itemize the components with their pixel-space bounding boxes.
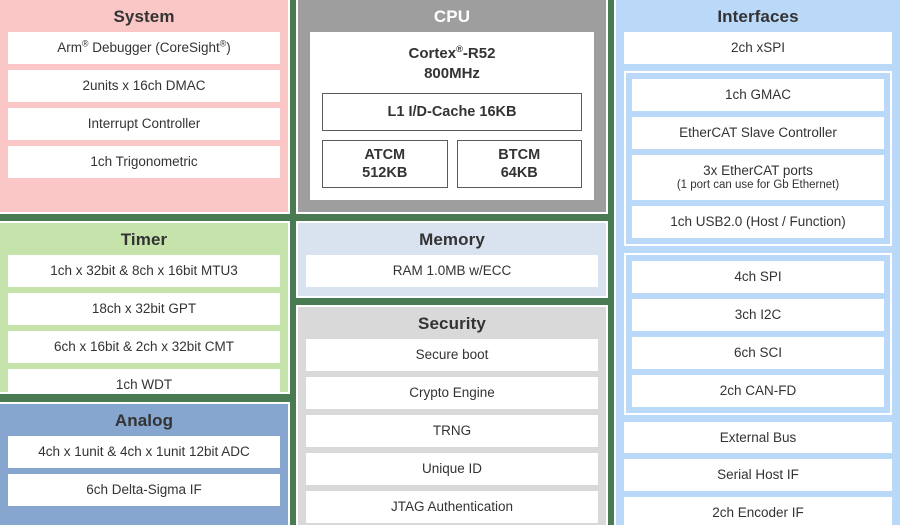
security-item-trng: TRNG <box>306 414 598 447</box>
panel-title-interfaces: Interfaces <box>717 7 799 26</box>
interfaces-item-ethercat-slave-controller: EtherCAT Slave Controller <box>632 116 884 149</box>
analog-item-adc: 4ch x 1unit & 4ch x 1unit 12bit ADC <box>8 436 280 468</box>
interfaces-group-list: 2ch xSPI 1ch GMAC EtherCAT Slave Control… <box>616 32 900 525</box>
panel-title-cpu: CPU <box>433 7 471 26</box>
cpu-btcm-size: 64KB <box>500 165 538 181</box>
timer-item-mtu3: 1ch x 32bit & 8ch x 16bit MTU3 <box>8 255 280 287</box>
memory-item-ram: RAM 1.0MB w/ECC <box>306 255 598 287</box>
interfaces-item-sci: 6ch SCI <box>632 336 884 369</box>
interfaces-item-serial-host-if: Serial Host IF <box>624 459 892 492</box>
interfaces-group-external: External Bus Serial Host IF 2ch Encoder … <box>624 421 892 525</box>
panel-interfaces: Interfaces 2ch xSPI 1ch GMAC EtherCAT Sl… <box>614 0 900 525</box>
panel-title-memory: Memory <box>419 230 485 249</box>
cpu-btcm-box: BTCM 64KB <box>456 140 582 188</box>
interfaces-group-networking: 1ch GMAC EtherCAT Slave Controller 3x Et… <box>624 70 892 246</box>
cpu-atcm-size: 512KB <box>362 165 408 181</box>
cpu-btcm-name: BTCM <box>498 146 541 163</box>
system-item-interrupt-controller: Interrupt Controller <box>8 107 280 140</box>
panel-title-system: System <box>113 7 175 26</box>
interfaces-item-can-fd: 2ch CAN-FD <box>632 374 884 407</box>
interfaces-item-i2c: 3ch I2C <box>632 298 884 331</box>
cpu-tcm-row: ATCM 512KB BTCM 64KB <box>322 140 582 188</box>
cpu-l1-cache-box: L1 I/D-Cache 16KB <box>322 93 582 131</box>
timer-item-cmt: 6ch x 16bit & 2ch x 32bit CMT <box>8 330 280 363</box>
security-item-unique-id: Unique ID <box>306 452 598 485</box>
panel-memory: Memory RAM 1.0MB w/ECC <box>296 221 608 298</box>
analog-item-delta-sigma: 6ch Delta-Sigma IF <box>8 473 280 506</box>
panel-title-analog: Analog <box>114 411 174 430</box>
analog-item-list: 4ch x 1unit & 4ch x 1unit 12bit ADC 6ch … <box>0 436 288 514</box>
security-item-crypto-engine: Crypto Engine <box>306 376 598 409</box>
security-item-list: Secure boot Crypto Engine TRNG Unique ID… <box>298 339 606 525</box>
interfaces-item-spi: 4ch SPI <box>632 260 884 293</box>
interfaces-group-memory-bus: 2ch xSPI <box>624 32 892 71</box>
system-item-dmac: 2units x 16ch DMAC <box>8 69 280 102</box>
interfaces-item-usb: 1ch USB2.0 (Host / Function) <box>632 205 884 238</box>
security-item-jtag-auth: JTAG Authentication <box>306 490 598 523</box>
memory-item-list: RAM 1.0MB w/ECC <box>298 255 606 295</box>
interfaces-item-ethercat-ports-note: (1 port can use for Gb Ethernet) <box>676 178 840 191</box>
interfaces-item-external-bus: External Bus <box>624 421 892 454</box>
interfaces-item-encoder-if: 2ch Encoder IF <box>624 497 892 525</box>
interfaces-item-ethercat-ports-main: 3x EtherCAT ports <box>703 162 813 178</box>
panel-analog: Analog 4ch x 1unit & 4ch x 1unit 12bit A… <box>0 402 290 525</box>
panel-title-security: Security <box>418 314 486 333</box>
timer-item-gpt: 18ch x 32bit GPT <box>8 292 280 325</box>
cpu-atcm-name: ATCM <box>364 146 406 163</box>
timer-item-wdt: 1ch WDT <box>8 368 280 392</box>
panel-timer: Timer 1ch x 32bit & 8ch x 16bit MTU3 18c… <box>0 221 290 394</box>
panel-title-timer: Timer <box>120 230 168 249</box>
cpu-atcm-box: ATCM 512KB <box>322 140 448 188</box>
interfaces-item-ethercat-ports: 3x EtherCAT ports (1 port can use for Gb… <box>632 154 884 200</box>
security-item-secure-boot: Secure boot <box>306 339 598 371</box>
timer-item-list: 1ch x 32bit & 8ch x 16bit MTU3 18ch x 32… <box>0 255 288 392</box>
system-item-list: Arm® Debugger (CoreSight®) 2units x 16ch… <box>0 32 288 186</box>
interfaces-item-xspi: 2ch xSPI <box>624 32 892 64</box>
panel-security: Security Secure boot Crypto Engine TRNG … <box>296 305 608 525</box>
system-item-trigonometric: 1ch Trigonometric <box>8 145 280 178</box>
interfaces-item-gmac: 1ch GMAC <box>632 78 884 111</box>
panel-system: System Arm® Debugger (CoreSight®) 2units… <box>0 0 290 214</box>
system-item-arm-debugger: Arm® Debugger (CoreSight®) <box>8 32 280 64</box>
cpu-core-clock: 800MHz <box>424 64 480 82</box>
interfaces-group-serial: 4ch SPI 3ch I2C 6ch SCI 2ch CAN-FD <box>624 252 892 415</box>
